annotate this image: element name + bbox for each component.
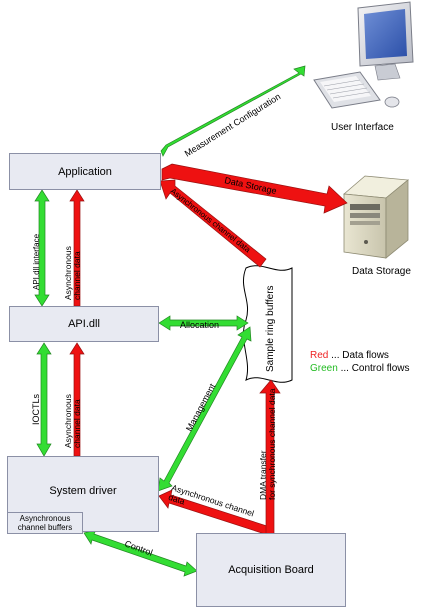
application-label: Application: [58, 165, 112, 178]
async-channel-data-api-label-text: Asynchronouschannel data: [63, 246, 82, 300]
measurement-configuration-label: Measurement Configuration: [183, 91, 282, 158]
acquisition-board-label: Acquisition Board: [228, 564, 314, 576]
system-driver-label: System driver: [49, 485, 117, 497]
api-dll-box: API.dll: [9, 306, 159, 342]
sample-ring-buffers-label: Sample ring buffers: [265, 285, 276, 372]
legend: Red ... Data flows Green ... Control flo…: [310, 349, 410, 375]
api-dll-label: API.dll: [68, 318, 100, 330]
measurement-configuration-arrow: [160, 65, 306, 157]
async-channel-data-driver-label-text: Asynchronouschannel data: [63, 394, 82, 448]
async-channel-data-ring-arrow: [159, 179, 267, 268]
legend-data-flows: Red ... Data flows: [310, 349, 410, 362]
allocation-label: Allocation: [180, 320, 219, 330]
management-arrow: [157, 326, 252, 492]
async-channel-buffers-box: Asynchronous channel buffers: [7, 512, 83, 534]
async-channel-data-ring-label: Asynchronous channel data: [169, 186, 253, 254]
legend-control-flows: Green ... Control flows: [310, 362, 410, 375]
data-storage-caption: Data Storage: [352, 266, 411, 277]
computer-icon: [313, 1, 414, 109]
dma-transfer-label: DMA transferfor synchronous channel data: [258, 388, 277, 500]
legend-green-text: ... Control flows: [337, 363, 410, 374]
acquisition-board-box: Acquisition Board: [196, 533, 346, 607]
async-channel-data-driver-label: Asynchronouschannel data: [63, 394, 82, 448]
async-channel-data-api-label: Asynchronouschannel data: [63, 246, 82, 300]
management-label: Management: [184, 381, 218, 433]
application-box: Application: [9, 153, 161, 190]
legend-green-label: Green: [310, 363, 338, 374]
ring-buffer-shape: [242, 265, 293, 383]
legend-red-label: Red: [310, 350, 329, 361]
dma-transfer-label-text: DMA transferfor synchronous channel data: [258, 388, 277, 500]
allocation-arrow: [158, 315, 249, 331]
async-channel-buffers-label: Asynchronous channel buffers: [17, 514, 73, 532]
legend-red-text: ... Data flows: [328, 350, 389, 361]
data-storage-arrow: [161, 163, 348, 214]
server-icon: [343, 175, 410, 259]
ioctls-label: IOCTLs: [31, 393, 41, 425]
user-interface-caption: User Interface: [331, 122, 394, 133]
api-dll-interface-label: API.dll interface: [32, 233, 41, 290]
